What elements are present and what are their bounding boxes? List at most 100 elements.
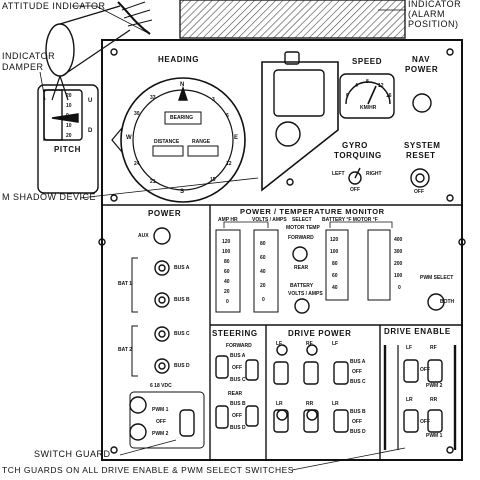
monitor-title: POWER / TEMPERATURE MONITOR [240, 207, 385, 216]
gyro-label-1: GYRO [342, 141, 368, 150]
heading-tick: 30 [134, 111, 140, 117]
ah-scale-tick: 40 [224, 279, 230, 285]
drive-enable-rf-label: RF [430, 345, 437, 351]
drive-power-lf-label: LF [332, 341, 339, 347]
drive-power-bus-b-label: BUS B [350, 409, 366, 415]
alarm-flag-hatch [179, 0, 406, 39]
drive-power-lr-label: LR [332, 401, 339, 407]
drive-enable-lr-label: LR [406, 397, 413, 403]
speed-tick: 0 [346, 93, 349, 99]
speed-tick: 16 [386, 93, 392, 99]
power-pwm1-label: PWM 1 [152, 407, 169, 413]
callout-attitude-indicator: ATTITUDE INDICATOR [2, 1, 106, 11]
pitch-down-label: D [88, 128, 93, 134]
pitch-scale-tick: 10 [66, 123, 72, 129]
drive-power-lf-label: LF [276, 341, 283, 347]
steering-off-label: OFF [232, 413, 242, 419]
power-bat2-label: BAT 2 [118, 347, 133, 353]
drive-power-rf-label: RF [306, 341, 313, 347]
monitor-volts-amps-label: VOLTS / AMPS [252, 217, 287, 223]
callout-switch-guard: SWITCH GUARD [34, 449, 111, 459]
drive-power-rr-label: RR [306, 401, 314, 407]
drive-power-off-label: OFF [352, 419, 362, 425]
speed-tick: 4 [355, 83, 358, 89]
steering-bus-b-label: BUS B [230, 401, 246, 407]
pitch-scale-tick: 20 [66, 133, 72, 139]
monitor-rear-label: REAR [294, 265, 309, 271]
nav-power-label-1: NAV [412, 55, 431, 64]
heading-bearing-label: BEARING [170, 115, 194, 121]
power-title: POWER [148, 209, 182, 218]
ah-scale-tick: 60 [224, 269, 230, 275]
system-reset-label-1: SYSTEM [404, 141, 441, 150]
callout-indicator-damper-1: INDICATOR [2, 51, 56, 61]
heading-range-label: RANGE [192, 139, 211, 145]
heading-compass-outer [120, 77, 246, 203]
attitude-indicator-paddle [45, 23, 75, 77]
steering-bus-d-label: BUS D [230, 425, 246, 431]
heading-tick: 15 [210, 177, 216, 183]
power-vdc-label: 6 18 VDC [150, 383, 172, 389]
heading-north-label: N [180, 82, 185, 88]
callout-shadow-device: M SHADOW DEVICE [2, 192, 97, 202]
drive-power-bus-d-label: BUS D [350, 429, 366, 435]
speed-title: SPEED [352, 57, 383, 66]
callout-indicator-alarm-3: POSITION) [408, 19, 459, 29]
drive-enable-pwm2-label: PWM 2 [426, 383, 443, 389]
drive-power-off-label: OFF [352, 369, 362, 375]
heading-tick: 24 [134, 161, 140, 167]
monitor-forward-label: FORWARD [288, 235, 314, 241]
monitor-volts-amps-2-label: VOLTS / AMPS [288, 291, 323, 297]
monitor-battery-motor-label: BATTERY °F MOTOR °F [322, 217, 378, 223]
speed-tick: 8 [366, 79, 369, 85]
monitor-both-label: BOTH [440, 299, 455, 305]
ah-scale-tick: 20 [224, 289, 230, 295]
heading-tick: 33 [150, 95, 156, 101]
drive-enable-off-label: OFF [420, 419, 430, 425]
bt-scale-tick: 40 [332, 285, 338, 291]
monitor-motor-temp-label: MOTOR TEMP [286, 225, 320, 231]
system-reset-off-label: OFF [414, 189, 424, 195]
power-bus-a-label: BUS A [174, 265, 190, 271]
gyro-left-label: LEFT [332, 171, 345, 177]
bt-scale-tick: 60 [332, 273, 338, 279]
pitch-up-label: U [88, 98, 93, 104]
bt-scale-tick: 80 [332, 261, 338, 267]
pitch-scale-tick: 0 [66, 113, 69, 119]
bt-scale-tick: 100 [330, 249, 339, 255]
va-scale-tick: 0 [262, 297, 265, 303]
steering-bus-a-label: BUS A [230, 353, 246, 359]
callout-switch-guards-note: TCH GUARDS ON ALL DRIVE ENABLE & PWM SEL… [2, 465, 294, 475]
drive-power-title: DRIVE POWER [288, 329, 352, 338]
heading-tick: 6 [226, 113, 229, 119]
power-aux-label: AUX [138, 233, 149, 239]
monitor-battery-label: BATTERY [290, 283, 314, 289]
steering-off-label: OFF [232, 365, 242, 371]
heading-tick: 3 [212, 97, 215, 103]
speed-tick: 12 [378, 83, 384, 89]
va-scale-tick: 40 [260, 269, 266, 275]
speed-gauge-body [339, 73, 395, 119]
heading-tick: 12 [226, 161, 232, 167]
heading-west-label: W [126, 135, 132, 141]
power-off-label: OFF [156, 419, 166, 425]
power-bat1-label: BAT 1 [118, 281, 133, 287]
drive-enable-off-label: OFF [420, 367, 430, 373]
nav-power-label-2: POWER [405, 65, 439, 74]
mt-scale-tick: 200 [394, 261, 403, 267]
monitor-pwm-select-label: PWM SELECT [420, 275, 454, 281]
gyro-right-label: RIGHT [366, 171, 382, 177]
callout-indicator-damper-2: DAMPER [2, 62, 44, 72]
speed-unit: KM/HR [360, 105, 377, 111]
heading-distance-label: DISTANCE [154, 139, 180, 145]
pitch-housing [37, 84, 99, 194]
drive-power-bus-c-label: BUS C [350, 379, 366, 385]
monitor-amp-hr-label: AMP HR [218, 217, 238, 223]
power-pwm2-label: PWM 2 [152, 431, 169, 437]
bt-scale-tick: 120 [330, 237, 339, 243]
heading-title: HEADING [158, 55, 200, 64]
heading-east-label: E [234, 135, 239, 141]
ah-scale-tick: 100 [222, 249, 231, 255]
